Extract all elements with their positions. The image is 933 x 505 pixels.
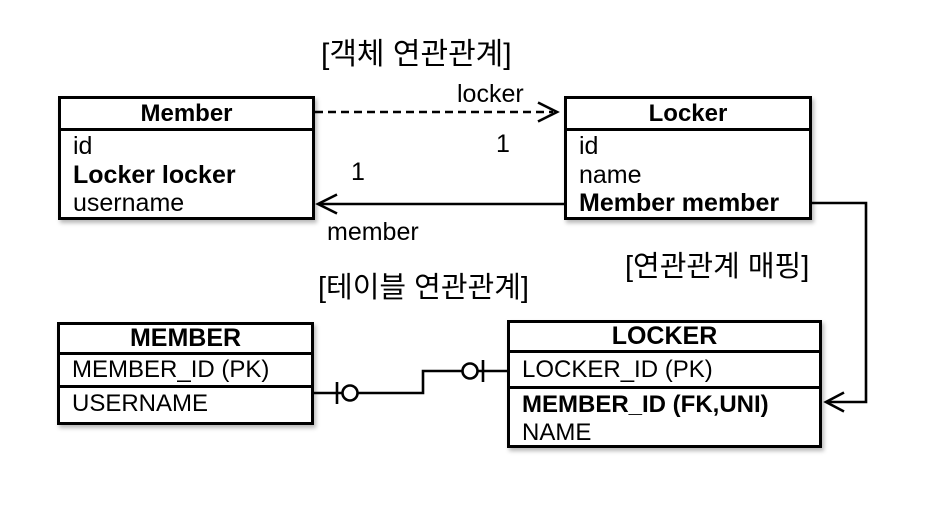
locker-field-id: id bbox=[579, 132, 599, 160]
locker-table-row-memberid: MEMBER_ID (FK,UNI) bbox=[522, 391, 769, 418]
locker-class-box: Locker id name Member member bbox=[564, 96, 812, 220]
locker-table-title: LOCKER bbox=[510, 323, 819, 353]
object-relation-title: [객체 연관관계] bbox=[321, 38, 512, 71]
member-class-title: Member bbox=[61, 99, 312, 131]
member-table-title: MEMBER bbox=[60, 325, 311, 355]
locker-class-fields: id name Member member bbox=[567, 131, 809, 218]
locker-field-name: name bbox=[579, 160, 642, 189]
member-table-row-id: MEMBER_ID (PK) bbox=[60, 355, 311, 388]
locker-table-box: LOCKER LOCKER_ID (PK) MEMBER_ID (FK,UNI)… bbox=[507, 320, 822, 448]
locker-class-title: Locker bbox=[567, 99, 809, 131]
table-relation-title: [테이블 연관관계] bbox=[318, 272, 529, 304]
member-field-id: id bbox=[73, 132, 93, 160]
member-class-fields: id Locker locker username bbox=[61, 131, 312, 218]
locker-edge-label: locker bbox=[457, 80, 524, 108]
mapping-title: [연관관계 매핑] bbox=[625, 251, 810, 283]
locker-field-member: Member member bbox=[579, 189, 780, 217]
table-relationship-connector bbox=[314, 360, 507, 404]
member-class-box: Member id Locker locker username bbox=[58, 96, 315, 220]
member-table-box: MEMBER MEMBER_ID (PK) USERNAME bbox=[57, 322, 314, 425]
member-table-row-username: USERNAME bbox=[72, 390, 209, 417]
member-field-locker: Locker locker bbox=[73, 160, 236, 189]
member-multiplicity: 1 bbox=[351, 158, 365, 186]
locker-table-row-name: NAME bbox=[522, 419, 592, 446]
member-field-username: username bbox=[73, 189, 185, 217]
locker-table-row-id: LOCKER_ID (PK) bbox=[510, 353, 819, 389]
solid-association-arrow bbox=[315, 193, 564, 215]
member-edge-label: member bbox=[327, 218, 419, 246]
locker-multiplicity: 1 bbox=[496, 130, 510, 158]
